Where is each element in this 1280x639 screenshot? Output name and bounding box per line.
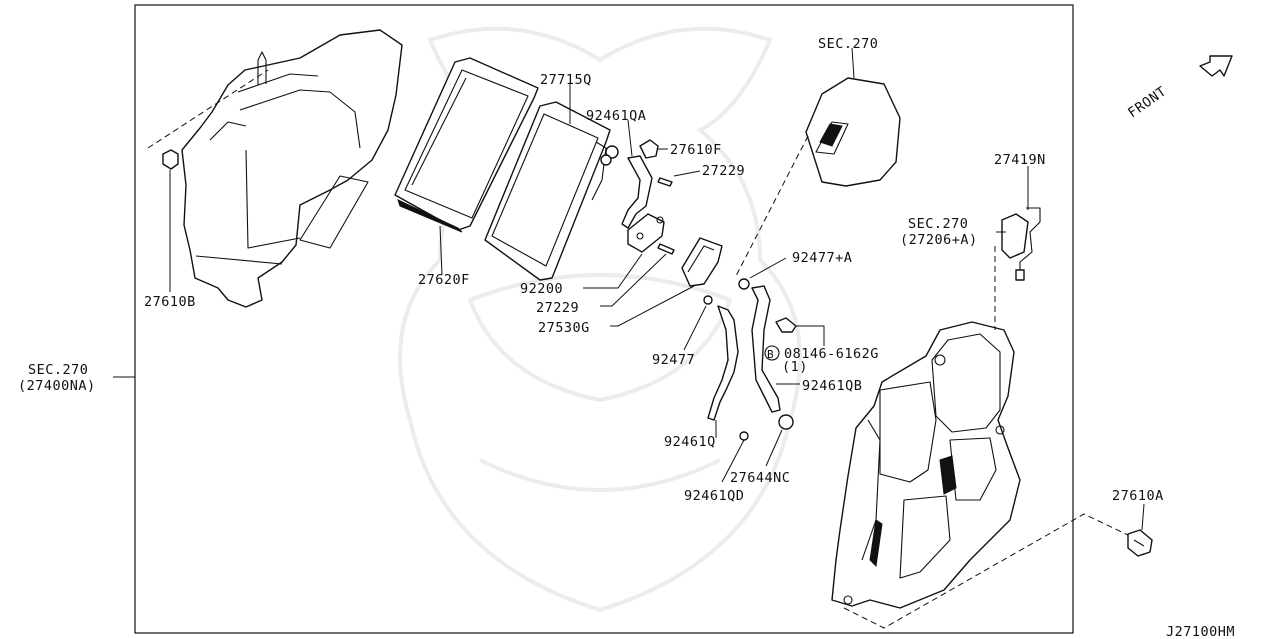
- oring-92477a-icon: [738, 278, 750, 290]
- label-bolt-qty: (1): [782, 359, 808, 375]
- dash-leader-cover: [735, 135, 809, 277]
- screw-27229-mid-icon: [657, 243, 675, 255]
- label-92477a: 92477+A: [792, 250, 852, 266]
- label-27644nc: 27644NC: [730, 470, 790, 486]
- diagram-frame: [134, 4, 1074, 634]
- label-sec270-top: SEC.270: [818, 36, 878, 52]
- hose-92461qa-icon: [621, 155, 653, 229]
- leader-92477: [683, 305, 707, 351]
- dash-leader-27610a: [843, 513, 1131, 629]
- label-sec270-right: SEC.270: [908, 216, 968, 232]
- oring-92477-icon: [703, 295, 713, 305]
- screw-27229-top-icon: [657, 177, 673, 187]
- label-sec270-left: SEC.270: [28, 362, 88, 378]
- leader-sec270-top: [851, 47, 855, 79]
- leader-08146: [796, 325, 825, 346]
- label-92461qb: 92461QB: [802, 378, 862, 394]
- blower-cover-sec270: [805, 77, 901, 187]
- cap-92461qd-icon: [739, 431, 749, 441]
- label-92477: 92477: [652, 352, 695, 368]
- leader-27644nc: [765, 429, 783, 467]
- label-27610f: 27610F: [670, 142, 722, 158]
- nut-27610b-icon: [162, 149, 179, 170]
- leader-27229-mid: [600, 253, 667, 307]
- bolt-08146-icon: [775, 317, 797, 333]
- leader-27620f: [439, 225, 443, 276]
- label-27206a: (27206+A): [900, 232, 978, 248]
- label-27610a: 27610A: [1112, 488, 1164, 504]
- left-heater-housing: [181, 29, 403, 308]
- leader-27530g: [610, 285, 695, 327]
- front-label: FRONT: [1125, 83, 1170, 121]
- right-blower-housing: [831, 321, 1021, 609]
- label-27419n: 27419N: [994, 152, 1046, 168]
- label-92461qa: 92461QA: [586, 108, 646, 124]
- diagram-code: J27100HM: [1166, 624, 1235, 639]
- leader-27610a: [1141, 503, 1145, 531]
- pipe-92461q-icon: [707, 305, 739, 421]
- label-92461qd: 92461QD: [684, 488, 744, 504]
- evaporator-27620f: [394, 57, 539, 233]
- clip-27610f-icon: [639, 139, 659, 159]
- label-27530g: 27530G: [538, 320, 590, 336]
- bracket-27530g: [681, 237, 723, 287]
- bolt-27610a-icon: [1127, 529, 1153, 557]
- label-08146: 08146-6162G: [784, 346, 879, 362]
- label-27715q: 27715Q: [540, 72, 592, 88]
- label-27229-top: 27229: [702, 163, 745, 179]
- leader-27229-top: [673, 170, 701, 177]
- heater-core-27715q: [484, 101, 619, 281]
- pipe-92461qb-icon: [751, 285, 781, 413]
- expansion-valve-92200: [627, 213, 665, 253]
- dash-leader-27610b: [147, 69, 269, 149]
- label-27229-mid: 27229: [536, 300, 579, 316]
- bolt-marker-circle: [764, 345, 780, 361]
- label-27620f: 27620F: [418, 272, 470, 288]
- label-92461q: 92461Q: [664, 434, 716, 450]
- front-arrow-icon: [1199, 55, 1233, 77]
- leader-92200: [583, 253, 643, 289]
- label-bolt-marker: B: [767, 348, 774, 361]
- sensor-27419n: [1001, 207, 1041, 281]
- leader-92461qd: [721, 439, 745, 483]
- cap-27644nc-icon: [778, 414, 794, 430]
- label-27610b: 27610B: [144, 294, 196, 310]
- label-27400na: (27400NA): [18, 378, 96, 394]
- label-92200: 92200: [520, 281, 563, 297]
- leader-92477a: [749, 257, 787, 279]
- watermark-crest: [398, 26, 802, 613]
- leader-92461qa: [627, 119, 633, 157]
